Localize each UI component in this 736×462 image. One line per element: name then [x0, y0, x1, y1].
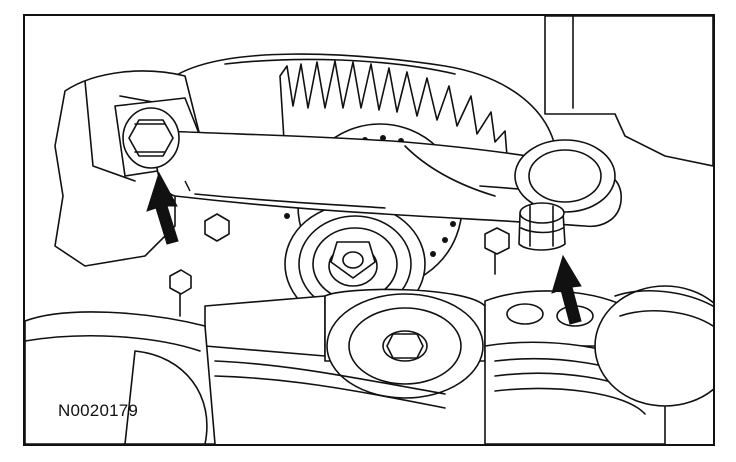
arrow-left-bolt	[146, 171, 191, 245]
support-strut	[155, 130, 622, 228]
lower-left-body	[25, 311, 216, 444]
arrow-right-bolt	[551, 254, 582, 325]
left-bolt	[122, 107, 180, 169]
alternator-fins	[279, 60, 508, 157]
upper-housing	[544, 16, 713, 167]
idler-pulley	[204, 288, 486, 399]
right-lower-pulleys	[484, 285, 713, 444]
figure-reference-code: N0020179	[58, 401, 139, 420]
right-bolt	[518, 202, 566, 251]
right-boss	[514, 139, 616, 213]
engine-bracket-illustration	[25, 16, 713, 444]
illustration-frame: N0020179	[23, 14, 715, 446]
drive-belt	[214, 360, 446, 409]
small-studs	[169, 213, 510, 317]
